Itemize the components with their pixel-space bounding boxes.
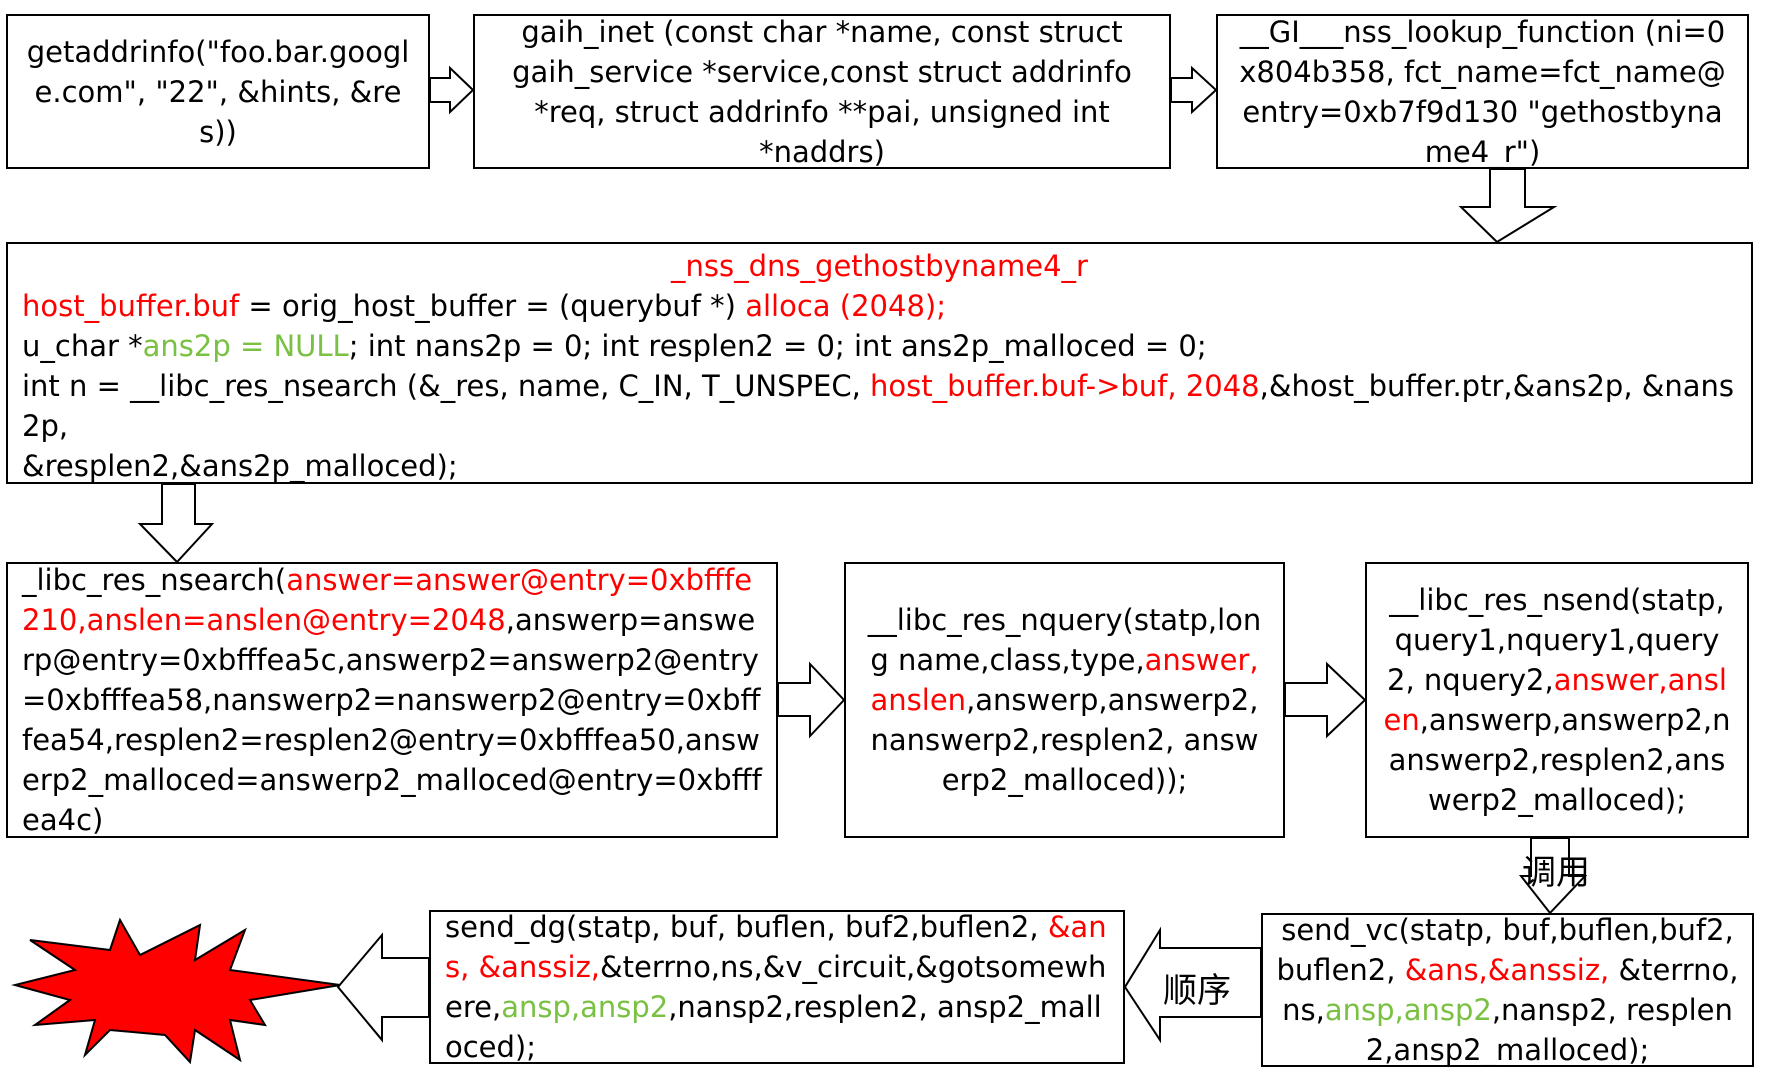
send-dg-box: send_dg(statp, buf, buflen, buf2,buflen2… (429, 910, 1125, 1064)
nquery-c: ,answerp,answerp2, nanswerp2,resplen2, a… (870, 683, 1259, 797)
dns-line-3-b: host_buffer.buf->buf, 2048 (870, 369, 1260, 403)
getaddrinfo-box: getaddrinfo("foo.bar.google.com", "22", … (6, 14, 430, 169)
send-vc-box: send_vc(statp, buf,buflen,buf2, buflen2,… (1261, 913, 1754, 1067)
dns-gethostbyname-box: _nss_dns_gethostbyname4_r host_buffer.bu… (6, 242, 1753, 484)
nsearch-c: ,answerp=answerp@entry=0xbfffea5c,answer… (22, 603, 762, 837)
nsend-text: __libc_res_nsend(statp, query1,nquery1,q… (1381, 580, 1733, 820)
arrow-down-1 (1458, 168, 1558, 244)
dns-line-4: &resplen2,&ans2p_malloced); (22, 449, 458, 483)
arrow-right-2 (1170, 65, 1218, 115)
nsend-b: answer,anslen (1383, 663, 1727, 737)
nquery-text: __libc_res_nquery(statp,long name,class,… (864, 600, 1265, 800)
arrow-down-2 (137, 483, 215, 564)
call-label: 调用 (1522, 853, 1590, 893)
send-dg-c: &terrno,ns,&v_circuit,&gotsomewhere, (445, 950, 1107, 1024)
send-vc-a: send_vc(statp, buf,buflen,buf2, buflen2, (1276, 913, 1734, 987)
dns-line-3: int n = __libc_res_nsearch (&_res, name,… (22, 366, 1737, 446)
send-dg-text: send_dg(statp, buf, buflen, buf2,buflen2… (445, 907, 1109, 1067)
gaih-inet-text: gaih_inet (const char *name, const struc… (512, 14, 1132, 169)
getaddrinfo-text: getaddrinfo("foo.bar.google.com", "22", … (26, 34, 410, 149)
send-dg-d: ansp,ansp2 (501, 990, 669, 1024)
dns-line-1: host_buffer.buf = orig_host_buffer = (qu… (22, 286, 1737, 326)
overflow-label: 溢出 (151, 993, 219, 1033)
send-vc-c: &terrno,ns, (1282, 953, 1739, 1027)
dns-line-3-c: ,&host_buffer.ptr,&ans2p, &nans2p, (22, 369, 1735, 443)
arrow-right-3 (777, 661, 846, 739)
send-vc-b: &ans,&anssiz, (1404, 953, 1610, 987)
sequence-label: 顺序 (1163, 971, 1231, 1011)
dns-line-2-a: u_char * (22, 329, 143, 363)
libc-res-nsend-box: __libc_res_nsend(statp, query1,nquery1,q… (1365, 562, 1749, 838)
send-dg-a: send_dg(statp, buf, buflen, buf2,buflen2… (445, 910, 1048, 944)
libc-res-nquery-box: __libc_res_nquery(statp,long name,class,… (844, 562, 1285, 838)
dns-line-1-c: alloca (2048); (745, 289, 946, 323)
nquery-a: __libc_res_nquery(statp,long name,class,… (867, 603, 1262, 677)
nsearch-text: _libc_res_nsearch(answer=answer@entry=0x… (22, 560, 762, 840)
nss-lookup-box: __GI___nss_lookup_function (ni=0x804b358… (1216, 14, 1749, 169)
nsend-c: ,answerp,answerp2,nanswerp2,resplen2,ans… (1388, 703, 1731, 817)
dns-line-1-a: host_buffer.buf (22, 289, 240, 323)
dns-line-1-b: = orig_host_buffer = (querybuf *) (239, 289, 746, 323)
nquery-b: answer,anslen (870, 643, 1259, 717)
nsearch-a: _libc_res_nsearch( (22, 563, 287, 597)
gaih-inet-box: gaih_inet (const char *name, const struc… (473, 14, 1171, 169)
dns-line-2-c: ; int nans2p = 0; int resplen2 = 0; int … (348, 329, 1207, 363)
arrow-down-3 (1518, 837, 1588, 915)
send-dg-b: &ans, &anssiz, (445, 910, 1107, 984)
send-dg-e: ,nansp2,resplen2, ansp2_malloced); (445, 990, 1102, 1064)
dns-line-3-a: int n = __libc_res_nsearch (&_res, name,… (22, 369, 871, 403)
send-vc-d: ansp,ansp2 (1324, 993, 1492, 1027)
nsearch-b: answer=answer@entry=0xbfffe210,anslen=an… (22, 563, 753, 637)
send-vc-text: send_vc(statp, buf,buflen,buf2, buflen2,… (1275, 910, 1740, 1070)
nss-lookup-text: __GI___nss_lookup_function (ni=0x804b358… (1239, 14, 1726, 169)
nsend-a: __libc_res_nsend(statp, query1,nquery1,q… (1387, 583, 1725, 697)
read-overflow-label: Read 溢出 (120, 953, 250, 1033)
send-vc-e: ,nansp2, resplen2,ansp2_malloced); (1365, 993, 1733, 1067)
arrow-right-1 (429, 65, 475, 115)
arrow-left-1 (1123, 926, 1262, 1044)
explosion-star-icon (11, 917, 341, 1065)
arrow-right-4 (1284, 661, 1367, 739)
libc-res-nsearch-box: _libc_res_nsearch(answer=answer@entry=0x… (6, 562, 778, 838)
dns-gethostbyname-title: _nss_dns_gethostbyname4_r (671, 249, 1088, 283)
arrow-left-2 (336, 932, 430, 1043)
dns-line-2: u_char *ans2p = NULL; int nans2p = 0; in… (22, 326, 1737, 366)
read-label: Read (142, 953, 228, 993)
dns-line-2-b: ans2p = NULL (142, 329, 349, 363)
